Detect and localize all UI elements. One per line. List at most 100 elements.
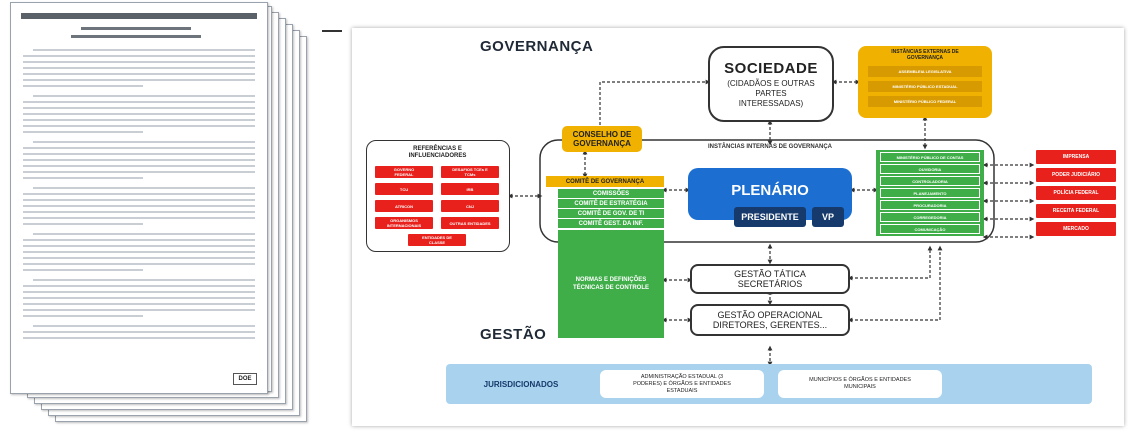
vp-box: VP (812, 207, 844, 227)
reference-item: GOVERNO FEDERAL (375, 166, 433, 178)
comite-governanca: COMITÊ DE GOVERNANÇA (546, 176, 664, 187)
reference-item: ATRICON (375, 200, 433, 212)
document-text-line (23, 147, 255, 149)
apoio-item: PROCURADORIA (880, 200, 980, 210)
normas-box: NORMAS E DEFINIÇÕES TÉCNICAS DE CONTROLE (558, 230, 664, 338)
instancias-externas-title: INSTÂNCIAS EXTERNAS DE GOVERNANÇA (891, 49, 959, 61)
document-text-line (23, 309, 255, 311)
document-text-line (23, 205, 255, 207)
document-text-line (23, 101, 255, 103)
document-text-line (23, 125, 255, 127)
external-stakeholder: POLÍCIA FEDERAL (1036, 186, 1116, 200)
document-text-line (23, 107, 255, 109)
document-text-line (23, 193, 255, 195)
document-text-line (23, 67, 255, 69)
sociedade-subtitle: (CIDADÃOS E OUTRAS PARTES INTERESSADAS) (727, 78, 815, 108)
document-text-line (23, 337, 255, 339)
external-stakeholder: IMPRENSA (1036, 150, 1116, 164)
jurisdicionado-estadual: ADMINISTRAÇÃO ESTADUAL (3 PODERES) E ÓRG… (600, 370, 764, 398)
document-text-line (23, 79, 255, 81)
instancias-apoio-box: MINISTÉRIO PÚBLICO DE CONTAS OUVIDORIA C… (876, 150, 984, 236)
document-header-bar (21, 13, 257, 19)
document-text-line (23, 285, 255, 287)
document-text-line (23, 269, 143, 271)
sociedade-title: SOCIEDADE (724, 59, 818, 77)
apoio-item: CORREGEDORIA (880, 212, 980, 222)
reference-item: ORGANISMOS INTERNACIONAIS (375, 217, 433, 229)
document-text-line (33, 187, 255, 189)
jurisdicionados-band: JURISDICIONADOS ADMINISTRAÇÃO ESTADUAL (… (446, 364, 1092, 404)
gestao-operacional-box: GESTÃO OPERACIONAL DIRETORES, GERENTES..… (690, 304, 850, 336)
referencias-title: REFERÊNCIAS E INFLUENCIADORES (408, 146, 467, 159)
apoio-item: OUVIDORIA (880, 164, 980, 174)
external-item: MINISTÉRIO PÚBLICO FEDERAL (868, 96, 982, 107)
document-seal-logo: DOE (233, 373, 257, 385)
referencias-box: REFERÊNCIAS E INFLUENCIADORES GOVERNO FE… (366, 140, 510, 252)
document-text-line (23, 113, 255, 115)
jurisdicionados-label: JURISDICIONADOS (483, 379, 559, 389)
comite-item: COMITÊ DE ESTRATÉGIA (558, 199, 664, 208)
document-text-line (23, 153, 255, 155)
comite-item: COMISSÕES (558, 189, 664, 198)
document-text-line (23, 211, 255, 213)
document-text-line (23, 239, 255, 241)
document-text-line (23, 73, 255, 75)
document-text-line (23, 159, 255, 161)
external-item: MINISTÉRIO PÚBLICO ESTADUAL (868, 81, 982, 92)
reference-item: OUTRAS ENTIDADES (441, 217, 499, 229)
document-text-line (23, 291, 255, 293)
jurisdicionado-municipal: MUNICÍPIOS E ÓRGÃOS E ENTIDADES MUNICIPA… (778, 370, 942, 398)
instancias-externas-box: INSTÂNCIAS EXTERNAS DE GOVERNANÇA ASSEMB… (858, 46, 992, 118)
document-title-line (81, 27, 191, 30)
document-text-line (23, 177, 143, 179)
document-text-line (23, 171, 255, 173)
document-text-line (33, 325, 255, 327)
document-text-line (23, 85, 143, 87)
apoio-item: PLANEJAMENTO (880, 188, 980, 198)
document-text-line (23, 61, 255, 63)
document-text-line (33, 279, 255, 281)
presidente-box: PRESIDENTE (734, 207, 806, 227)
reference-item: CNJ (441, 200, 499, 212)
document-text-line (33, 233, 255, 235)
reference-item: ENTIDADES DE CLASSE (408, 234, 466, 246)
document-text-line (23, 251, 255, 253)
document-text-line (33, 95, 255, 97)
gestao-tatica-box: GESTÃO TÁTICA SECRETÁRIOS (690, 264, 850, 294)
external-stakeholder: MERCADO (1036, 222, 1116, 236)
document-text-line (23, 257, 255, 259)
document-text-line (23, 315, 143, 317)
conselho-box: CONSELHO DE GOVERNANÇA (562, 126, 642, 152)
separator-dash (322, 30, 342, 32)
document-text-line (23, 217, 255, 219)
comite-item: COMITÊ GEST. DA INF. (558, 219, 664, 228)
document-text-line (23, 55, 255, 57)
document-text-line (33, 141, 255, 143)
document-text-line (33, 49, 255, 51)
reference-item: IRB (441, 183, 499, 195)
document-text-line (23, 165, 255, 167)
document-text-line (23, 303, 255, 305)
external-item: ASSEMBLEIA LEGISLATIVA (868, 66, 982, 77)
document-text-line (23, 199, 255, 201)
external-stakeholder: RECEITA FEDERAL (1036, 204, 1116, 218)
gestao-title: GESTÃO (480, 326, 547, 343)
document-front-page: DOE (10, 2, 268, 394)
document-text-line (23, 245, 255, 247)
external-stakeholder: PODER JUDICIÁRIO (1036, 168, 1116, 182)
sociedade-box: SOCIEDADE (CIDADÃOS E OUTRAS PARTES INTE… (708, 46, 834, 122)
apoio-item: MINISTÉRIO PÚBLICO DE CONTAS (880, 152, 980, 162)
document-text-line (23, 119, 255, 121)
instancias-internas-label: INSTÂNCIAS INTERNAS DE GOVERNANÇA (707, 144, 832, 150)
document-text-line (23, 331, 255, 333)
document-text-line (23, 297, 255, 299)
governanca-title: GOVERNANÇA (480, 38, 594, 55)
document-text-line (23, 223, 143, 225)
document-title-line (71, 35, 201, 38)
reference-item: DESAFIOS TCEs E TCMs (441, 166, 499, 178)
reference-item: TCU (375, 183, 433, 195)
comite-item: COMITÊ DE GOV. DE TI (558, 209, 664, 218)
apoio-item: COMUNICAÇÃO (880, 224, 980, 234)
document-text-line (23, 263, 255, 265)
document-text-line (23, 131, 143, 133)
